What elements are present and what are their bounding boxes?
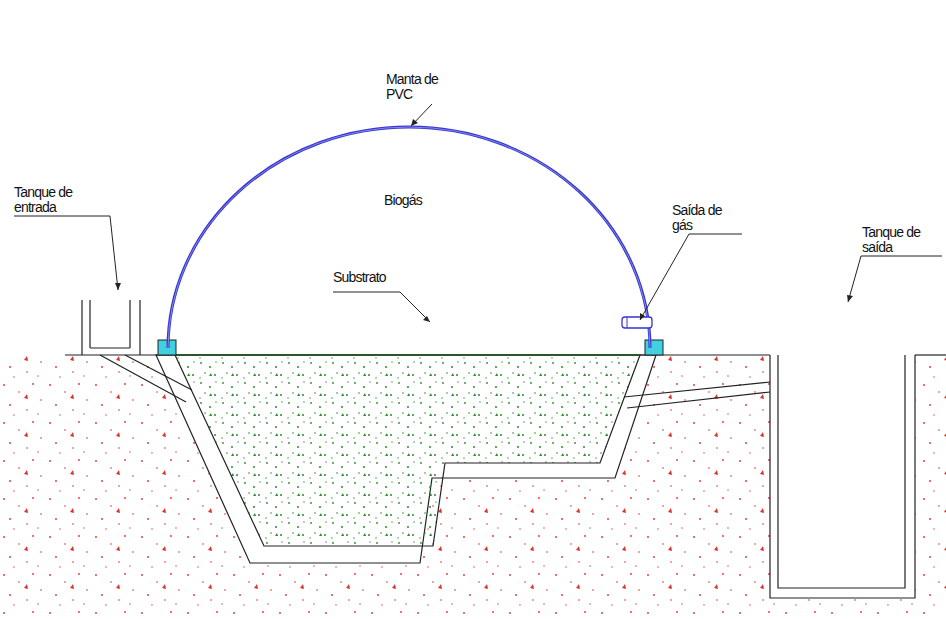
- substrate-label: Substrato: [333, 270, 423, 285]
- gas-outlet-label: Saída de gás: [672, 203, 734, 233]
- inlet-tank-label: Tanque de entrada: [14, 185, 114, 215]
- dome-label: Manta de PVC: [386, 72, 448, 102]
- gas-label: Biogás: [384, 193, 454, 208]
- outlet-tank-label: Tanque de saída: [862, 225, 942, 255]
